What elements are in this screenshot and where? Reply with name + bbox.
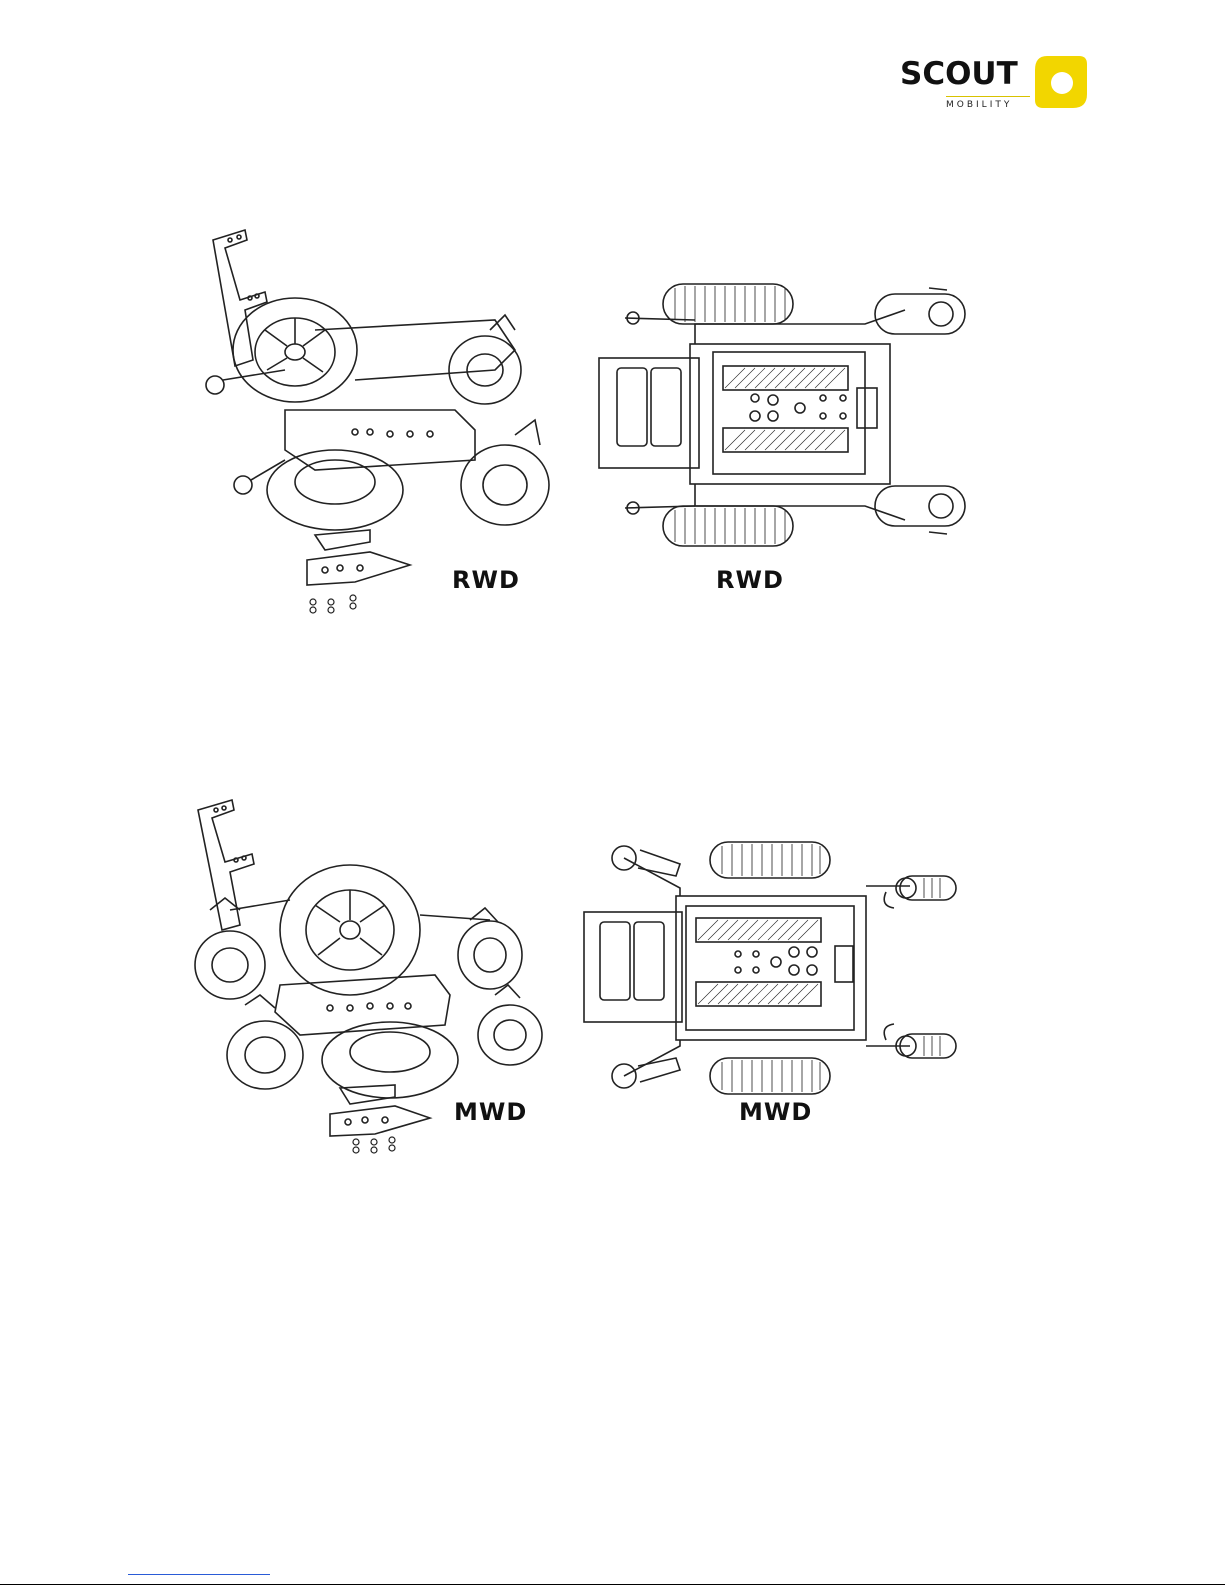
mwd-top-label: MWD xyxy=(739,1098,812,1126)
rwd-top-label: RWD xyxy=(716,566,784,594)
mwd-top-view-diagram xyxy=(580,836,970,1100)
brand-logo: SCOUT MOBILITY xyxy=(900,52,1100,116)
brand-name: SCOUT xyxy=(900,56,1018,92)
footer-link-underline xyxy=(128,1574,270,1575)
scout-mobility-logo-icon xyxy=(1033,54,1089,110)
mwd-side-label: MWD xyxy=(454,1098,527,1126)
rwd-top-view-diagram xyxy=(595,280,975,550)
logo-underline xyxy=(946,96,1030,97)
rwd-side-label: RWD xyxy=(452,566,520,594)
brand-tagline: MOBILITY xyxy=(946,100,1012,110)
rwd-side-view-diagram xyxy=(195,220,565,620)
